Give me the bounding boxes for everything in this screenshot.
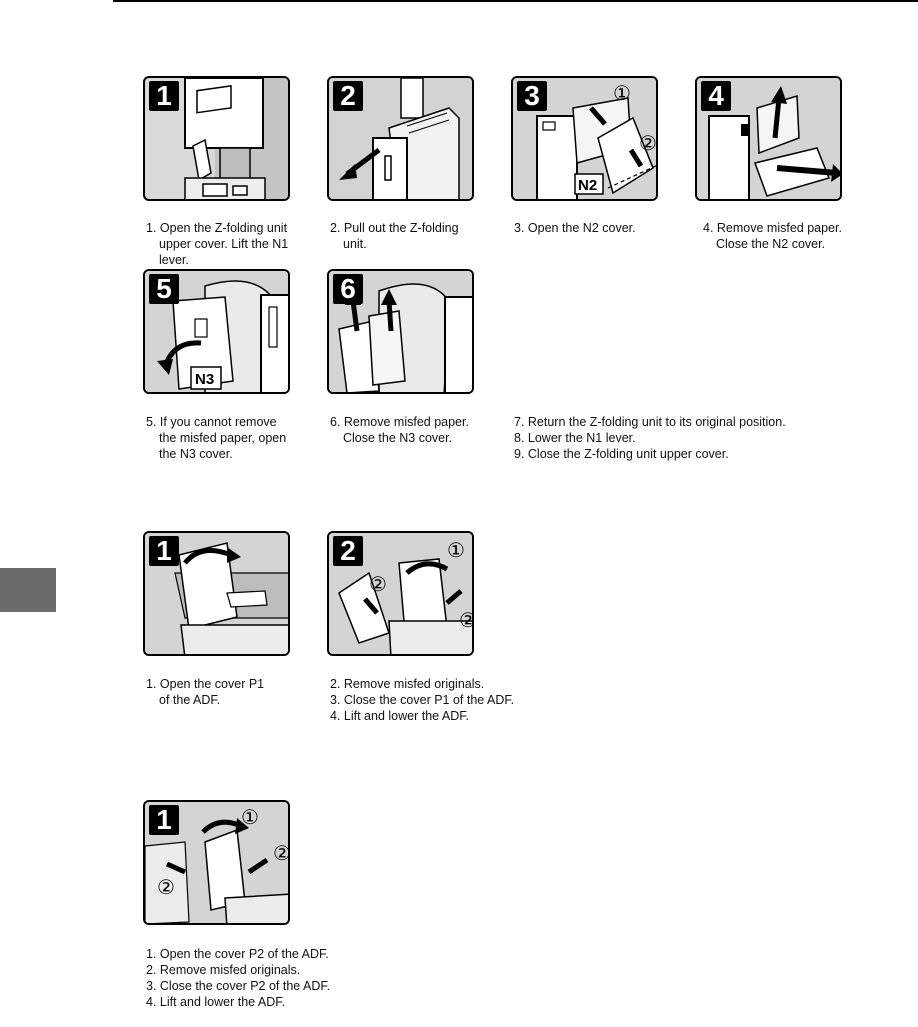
adf-p2-steps: 1. Open the cover P2 of the ADF. 2. Remo… [146,947,331,1009]
caption-zfold-step-3: 3. Open the N2 cover. [514,221,636,235]
step-badge: 1 [149,805,179,835]
chapter-tab [0,568,56,612]
step-badge: 6 [333,274,363,304]
callout-1: ① [447,538,465,562]
step-badge: 4 [701,81,731,111]
step-badge: 3 [517,81,547,111]
callout-2-left: ② [369,572,387,596]
illustration-zfold-step-4: 4 [695,76,842,201]
callout-1: ① [613,81,631,105]
caption-zfold-step-5: 5. If you cannot remove the misfed paper… [146,415,287,461]
remove-paper-n3-drawing [329,271,472,392]
illustration-adf-p1-step-1: 1 [143,531,290,656]
step-badge: 1 [149,536,179,566]
caption-adf-p1-step-1: 1. Open the cover P1 of the ADF. [146,677,265,707]
zfold-lever-drawing [184,78,288,199]
callout-1: ① [241,805,259,829]
caption-zfold-step-1: 1. Open the Z-folding unit upper cover. … [146,221,289,267]
caption-zfold-step-6: 6. Remove misfed paper. Close the N3 cov… [330,415,469,445]
illustration-zfold-step-6: 6 [327,269,474,394]
step-badge: 2 [333,536,363,566]
illustration-zfold-step-1: 1 [143,76,290,201]
illustration-adf-p1-step-2: ① ② ② 2 [327,531,474,656]
illustration-zfold-step-3: ① ② N2 3 [511,76,658,201]
open-cover-p2-drawing: ① ② ② [145,802,290,923]
caption-zfold-step-4: 4. Remove misfed paper. Close the N2 cov… [703,221,842,251]
step-badge: 5 [149,274,179,304]
step-badge: 1 [149,81,179,111]
remove-paper-n2-drawing [697,78,840,199]
caption-zfold-step-2: 2. Pull out the Z-folding unit. [330,221,459,251]
illustration-zfold-step-5: N3 5 [143,269,290,394]
callout-2-left: ② [157,875,175,899]
step-badge: 2 [333,81,363,111]
callout-2-right: ② [459,608,474,632]
illustration-adf-p2-step-1: ① ② ② 1 [143,800,290,925]
header-rule [113,0,918,2]
adf-p1-remaining-steps: 2. Remove misfed originals. 3. Close the… [330,677,515,723]
illustration-zfold-step-2: 2 [327,76,474,201]
callout-2-right: ② [273,841,290,865]
callout-2: ② [639,131,657,155]
cover-label-n2: N2 [578,177,597,194]
cover-label-n3: N3 [195,371,214,388]
remove-originals-p1-drawing: ① ② ② [329,533,474,654]
zfold-remaining-steps: 7. Return the Z-folding unit to its orig… [514,415,786,461]
